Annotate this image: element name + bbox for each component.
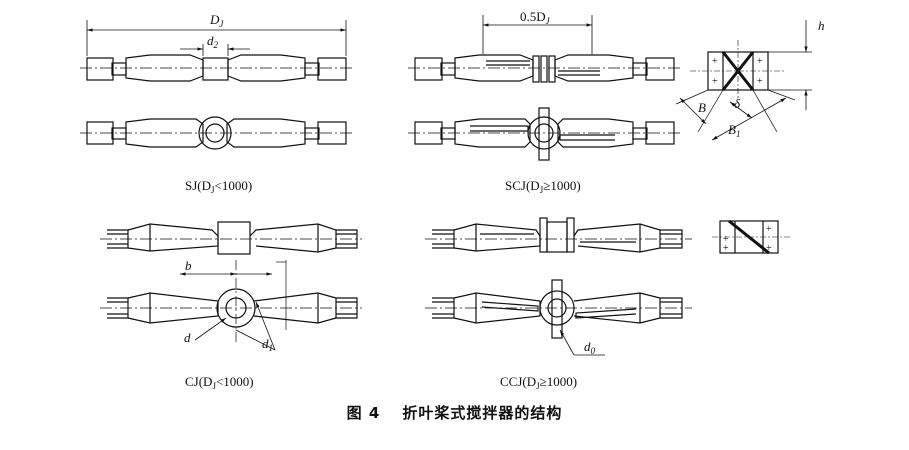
- svg-text:+: +: [757, 76, 763, 87]
- label-d0: d0: [584, 339, 596, 356]
- svg-text:+: +: [766, 224, 772, 235]
- svg-text:+: +: [712, 76, 718, 87]
- cj-front-view: [100, 221, 362, 255]
- scj-dimensions: [482, 15, 593, 54]
- blade-section-small: [712, 219, 790, 255]
- label-B1: B1: [728, 122, 740, 139]
- sj-front-view: [80, 54, 355, 82]
- scj-plan-view: [408, 107, 680, 161]
- svg-text:+: +: [757, 56, 763, 67]
- title-cj: CJ(DJ<1000): [185, 374, 254, 391]
- label-d2: d2: [207, 33, 219, 50]
- scj-front-view: [408, 54, 680, 83]
- label-D: DJ: [209, 12, 224, 29]
- blade-section-detail: [675, 20, 812, 141]
- figure-title: 折叶桨式搅拌器的结构: [402, 404, 563, 422]
- title-scj: SCJ(DJ≥1000): [505, 178, 581, 195]
- figure-caption: 图 4 折叶桨式搅拌器的结构: [0, 402, 909, 423]
- title-ccj: CCJ(DJ≥1000): [500, 374, 577, 391]
- label-d: d: [184, 330, 191, 345]
- label-d1: d1: [262, 336, 273, 353]
- figure-number: 图 4: [346, 404, 381, 422]
- label-h: h: [818, 18, 825, 33]
- svg-text:+: +: [766, 243, 772, 254]
- ccj-front-view: [425, 217, 692, 253]
- section-plus-marks: ++ ++ ++ ++: [712, 56, 772, 254]
- svg-text:+: +: [712, 56, 718, 67]
- title-sj: SJ(DJ<1000): [185, 178, 252, 195]
- label-half-D: 0.5DJ: [520, 9, 551, 26]
- sj-plan-view: [80, 116, 355, 150]
- svg-text:+: +: [723, 234, 729, 245]
- label-B: B: [698, 100, 706, 115]
- label-b: b: [185, 258, 192, 273]
- label-delta: δ: [734, 96, 741, 111]
- sj-dimensions: [86, 20, 347, 56]
- cj-plan-view: [100, 260, 362, 351]
- svg-text:+: +: [723, 243, 729, 254]
- ccj-plan-view: [425, 279, 692, 356]
